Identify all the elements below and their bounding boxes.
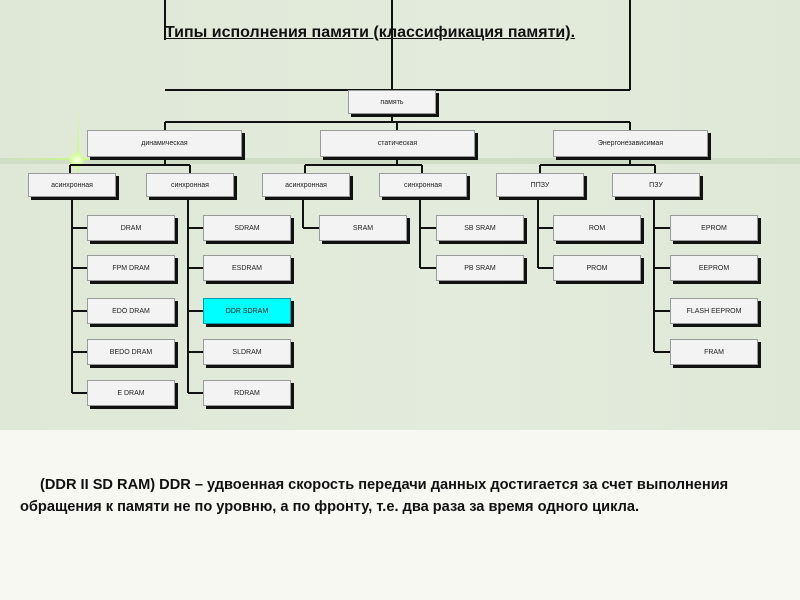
node-rdram: RDRAM bbox=[203, 380, 291, 406]
slide-title: Типы исполнения памяти (классификация па… bbox=[165, 24, 576, 41]
node-ppzu: ППЗУ bbox=[496, 173, 584, 197]
node-e-dram: E DRAM bbox=[87, 380, 175, 406]
node-flash-eeprom: FLASH EEPROM bbox=[670, 298, 758, 324]
node-nonvolatile: Энергонезависимая bbox=[553, 130, 708, 157]
node-prom: PROM bbox=[553, 255, 641, 281]
node-sram: SRAM bbox=[319, 215, 407, 241]
node-sdram: SDRAM bbox=[203, 215, 291, 241]
node-dynamic-sync: синхронная bbox=[146, 173, 234, 197]
node-dram: DRAM bbox=[87, 215, 175, 241]
node-rom: ROM bbox=[553, 215, 641, 241]
background-band bbox=[0, 158, 800, 164]
node-edo-dram: EDO DRAM bbox=[87, 298, 175, 324]
node-pb-sram: PB SRAM bbox=[436, 255, 524, 281]
node-fpm-dram: FPM DRAM bbox=[87, 255, 175, 281]
node-bedo-dram: BEDO DRAM bbox=[87, 339, 175, 365]
node-ddr-sdram: DDR SDRAM bbox=[203, 298, 291, 324]
node-static-sync: синхронная bbox=[379, 173, 467, 197]
node-sldram: SLDRAM bbox=[203, 339, 291, 365]
node-eprom: EPROM bbox=[670, 215, 758, 241]
node-memory: память bbox=[348, 90, 436, 114]
node-sb-sram: SB SRAM bbox=[436, 215, 524, 241]
node-static-async: асинхронная bbox=[262, 173, 350, 197]
ddr-description-text: (DDR II SD RAM) DDR – удвоенная скорость… bbox=[20, 477, 729, 515]
node-pzu: ПЗУ bbox=[612, 173, 700, 197]
node-dynamic-async: асинхронная bbox=[28, 173, 116, 197]
node-fram: FRAM bbox=[670, 339, 758, 365]
node-esdram: ESDRAM bbox=[203, 255, 291, 281]
slide-background-lower bbox=[0, 430, 800, 600]
node-dynamic: динамическая bbox=[87, 130, 242, 157]
node-static: статическая bbox=[320, 130, 475, 157]
node-eeprom: EEPROM bbox=[670, 255, 758, 281]
